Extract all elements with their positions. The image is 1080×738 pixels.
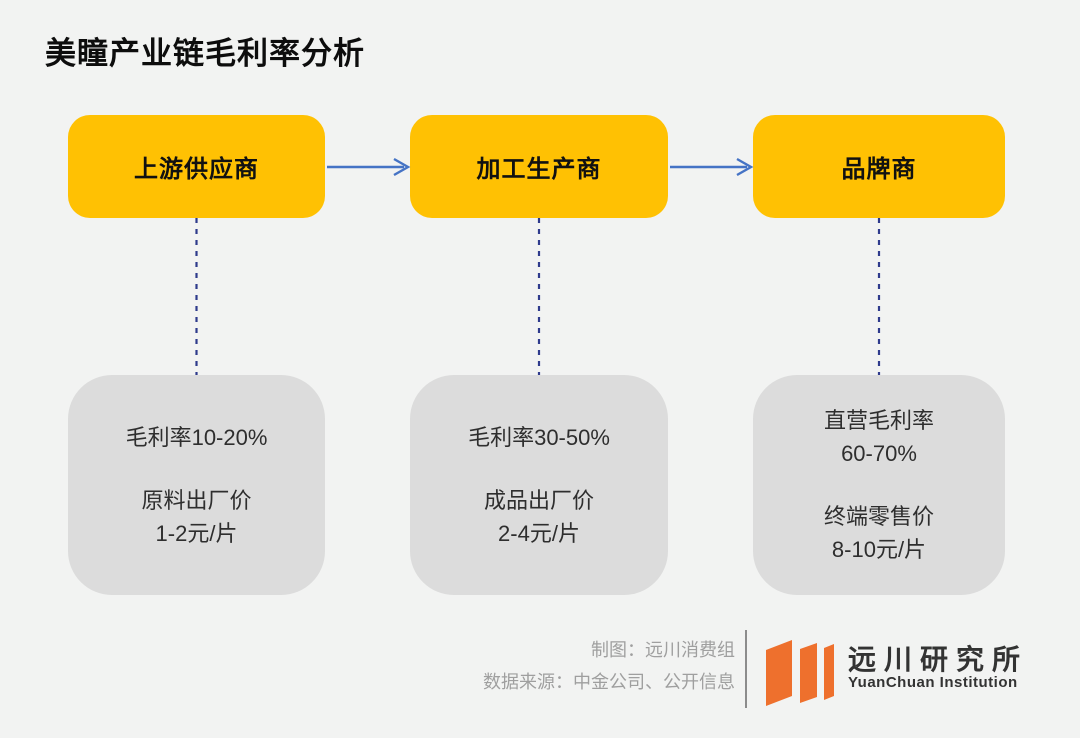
credit-source-line: 数据来源：中金公司、公开信息	[483, 672, 735, 692]
detail-box-processing: 毛利率30-50% 成品出厂价 2-4元/片	[410, 375, 668, 595]
yuanchuan-logo-icon	[766, 640, 834, 706]
logo-english-name: YuanChuan Institution	[848, 674, 1018, 691]
footer-credits: 制图：远川消费组 数据来源：中金公司、公开信息	[335, 634, 735, 698]
stage-box-upstream-supplier: 上游供应商	[68, 115, 325, 218]
credit-author-line: 制图：远川消费组	[591, 640, 735, 660]
stage-box-brand-company: 品牌商	[753, 115, 1005, 218]
detail-text: 直营毛利率 60-70%	[823, 408, 934, 466]
stage-box-processing-manufacturer: 加工生产商	[410, 115, 668, 218]
detail-text: 毛利率10-20%	[125, 424, 268, 450]
detail-text: 原料出厂价 1-2元/片	[141, 487, 252, 546]
logo-chinese-name: 远川研究所	[848, 644, 1029, 675]
footer-divider	[745, 630, 747, 708]
stage-label: 品牌商	[841, 156, 917, 183]
stage-label: 上游供应商	[134, 156, 259, 183]
detail-text: 成品出厂价 2-4元/片	[483, 487, 594, 546]
stage-label: 加工生产商	[476, 156, 602, 183]
detail-box-upstream: 毛利率10-20% 原料出厂价 1-2元/片	[68, 375, 325, 595]
detail-box-brand: 直营毛利率 60-70% 终端零售价 8-10元/片	[753, 375, 1005, 595]
page-title: 美瞳产业链毛利率分析	[45, 36, 365, 71]
right-arrow-icon	[670, 157, 754, 177]
right-arrow-icon	[327, 157, 411, 177]
detail-text: 毛利率30-50%	[468, 424, 610, 450]
detail-text: 终端零售价 8-10元/片	[823, 504, 934, 562]
